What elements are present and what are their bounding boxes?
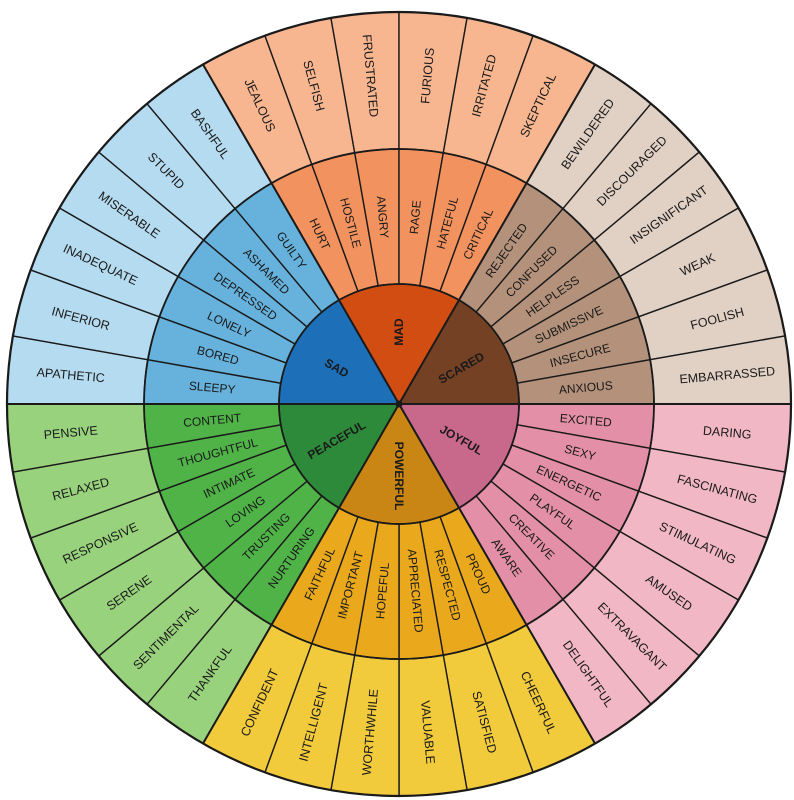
middle-label-angry: ANGRY: [374, 195, 392, 239]
center-dot: [395, 400, 403, 408]
middle-label-anxious: ANXIOUS: [558, 378, 613, 397]
middle-label-sleepy: SLEEPY: [188, 379, 236, 397]
middle-outline: [143, 148, 655, 660]
sector-divider: [398, 403, 596, 744]
middle-label-content: CONTENT: [183, 411, 243, 430]
sector-divider: [202, 64, 400, 405]
sector-divider: [398, 64, 596, 405]
middle-label-rage: RAGE: [407, 200, 424, 235]
core-outline: [278, 283, 520, 525]
outer-ring: [6, 11, 792, 797]
outer-outline: [5, 10, 793, 798]
sector-divider: [202, 403, 400, 744]
outer-label-apathetic: APATHETIC: [36, 365, 105, 385]
outer-label-daring: DARING: [702, 424, 752, 442]
outer-label-furious: FURIOUS: [418, 47, 437, 104]
core-label-powerful: POWERFUL: [392, 442, 406, 511]
core-label-mad: MAD: [392, 318, 406, 346]
middle-label-excited: EXCITED: [559, 411, 612, 430]
core-ring: [278, 283, 520, 525]
outer-label-valuable: VALUABLE: [418, 700, 437, 765]
outer-label-pensive: PENSIVE: [43, 423, 98, 442]
middle-label-hopeful: HOPEFUL: [373, 562, 392, 620]
